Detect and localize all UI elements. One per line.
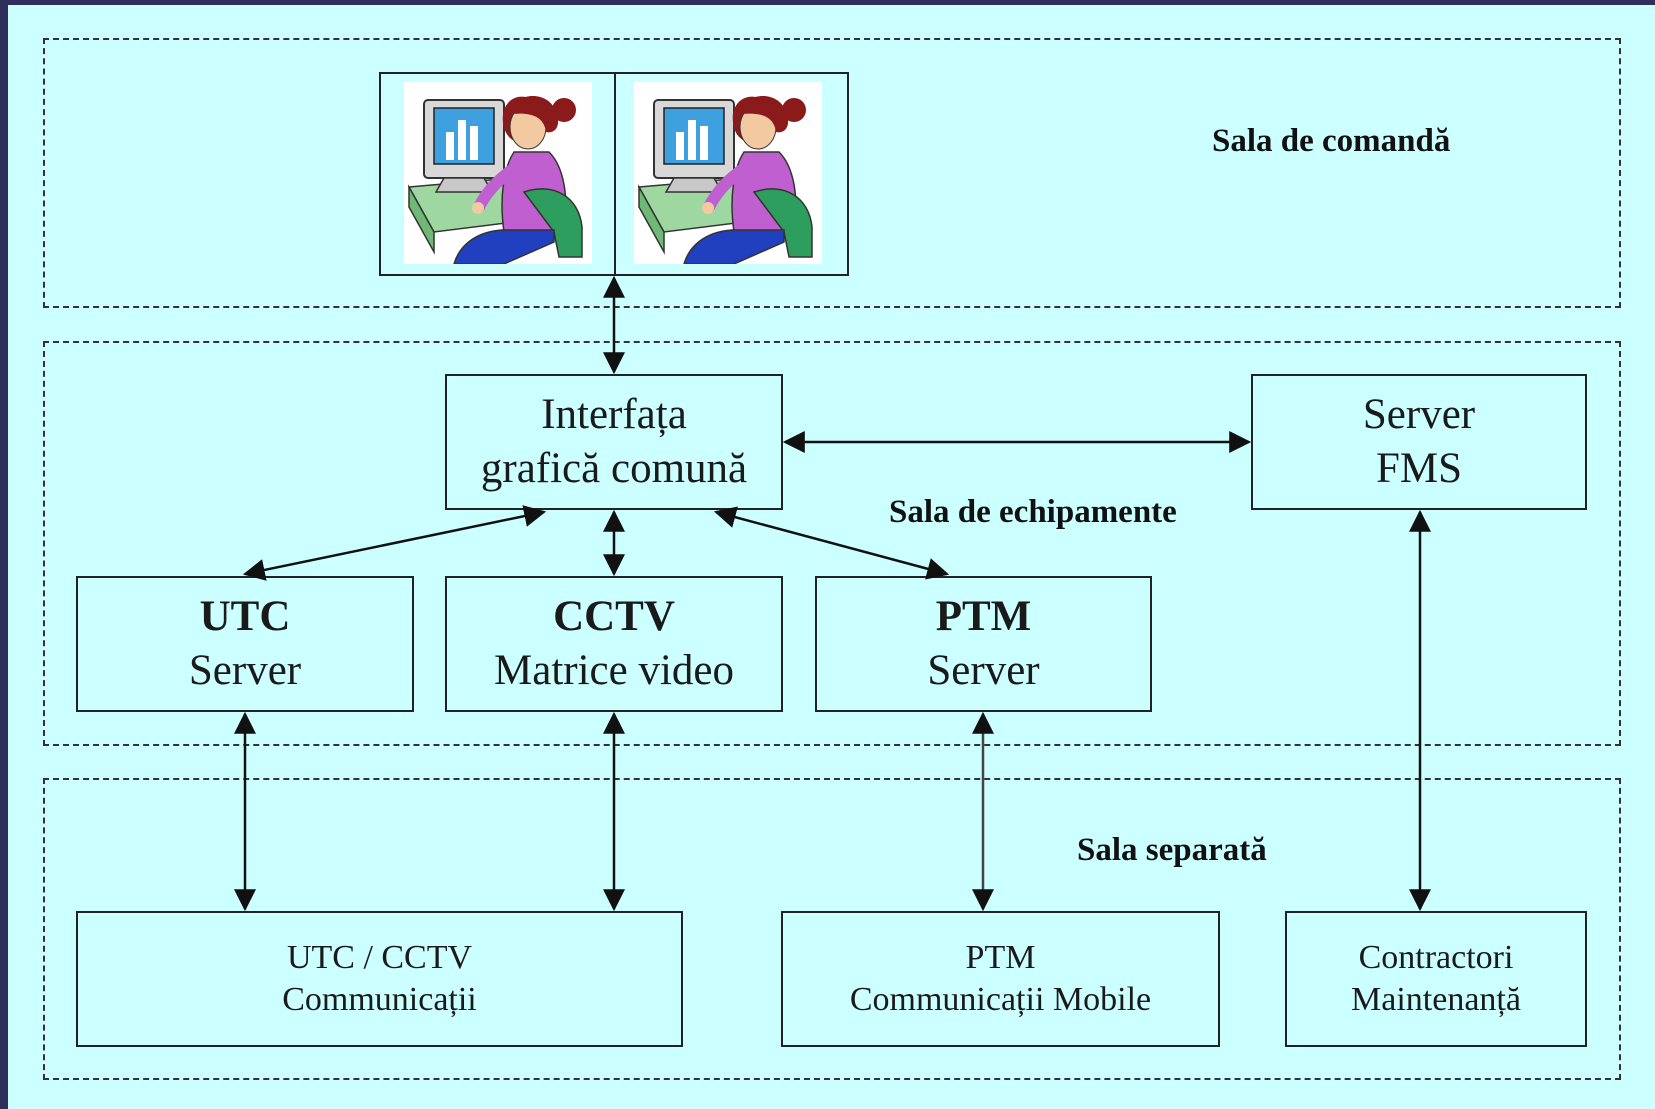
zone-label-command-room: Sala de comandă bbox=[1212, 123, 1451, 159]
operator-at-computer-icon bbox=[404, 82, 592, 265]
box-common-graphical-interface: Interfața grafică comună bbox=[445, 374, 783, 510]
box-line-2: grafică comună bbox=[480, 445, 748, 492]
box-ptm-server: PTM Server bbox=[815, 576, 1152, 712]
box-line-2: Communicații Mobile bbox=[849, 981, 1152, 1018]
box-line-1: UTC bbox=[199, 593, 291, 641]
box-line-1: UTC / CCTV bbox=[286, 938, 473, 976]
box-fms-server: Server FMS bbox=[1251, 374, 1587, 510]
zone-label-equipment-room: Sala de echipamente bbox=[889, 494, 1177, 530]
operator-workstations bbox=[379, 72, 849, 276]
box-line-2: Server bbox=[188, 647, 302, 694]
box-line-1: PTM bbox=[965, 938, 1036, 976]
box-line-1: Server bbox=[1362, 391, 1476, 439]
zone-label-separate-room: Sala separată bbox=[1077, 832, 1267, 868]
zone-command-room bbox=[43, 38, 1621, 308]
box-line-2: Communicații bbox=[282, 981, 477, 1018]
box-maintenance-contractors: Contractori Maintenanță bbox=[1285, 911, 1587, 1047]
box-line-2: Server bbox=[927, 647, 1040, 694]
box-cctv-video-matrix: CCTV Matrice video bbox=[445, 576, 783, 712]
box-line-2: FMS bbox=[1375, 445, 1463, 492]
box-line-1: Contractori bbox=[1358, 938, 1514, 976]
box-line-1: PTM bbox=[935, 593, 1032, 641]
box-line-2: Matrice video bbox=[494, 647, 734, 694]
box-ptm-mobile-communications: PTM Communicații Mobile bbox=[781, 911, 1220, 1047]
zone-separate-room bbox=[43, 778, 1621, 1080]
zone-equipment-room bbox=[43, 341, 1621, 746]
box-line-2: Maintenanță bbox=[1351, 981, 1521, 1018]
operator-at-computer-icon bbox=[634, 82, 822, 265]
box-utc-server: UTC Server bbox=[76, 576, 414, 712]
box-line-1: CCTV bbox=[553, 593, 675, 641]
box-line-1: Interfața bbox=[541, 391, 687, 439]
box-utc-cctv-communications: UTC / CCTV Communicații bbox=[76, 911, 683, 1047]
workstation-divider bbox=[614, 74, 616, 274]
